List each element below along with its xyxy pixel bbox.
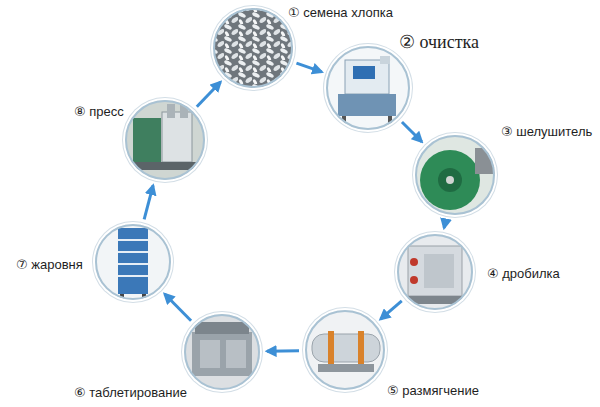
flow-arrow [144, 185, 153, 219]
step-label: ⑤ размягчение [385, 383, 481, 399]
flaking-mill-photo [182, 312, 262, 392]
crusher-photo [395, 232, 475, 312]
process-circle: ② очистка [326, 46, 410, 130]
dehuller-photo [410, 130, 500, 220]
process-circle: ⑦ жаровня [95, 224, 171, 300]
step-label: ① семена хлопка [286, 5, 395, 21]
press-photo [123, 98, 208, 183]
softener-photo [303, 308, 388, 393]
step-label: ② очистка [397, 32, 481, 54]
step-label: ③ шелушитель [499, 124, 594, 140]
process-circle: ⑥ таблетирование [184, 314, 260, 390]
flow-arrow [381, 301, 402, 319]
flow-arrow [402, 122, 422, 142]
process-circle: ⑤ размягчение [305, 310, 385, 390]
step-label: ⑧ пресс [72, 104, 126, 120]
process-circle: ④ дробилка [397, 234, 473, 310]
cooker-photo [93, 222, 173, 302]
flow-arrow [296, 63, 321, 72]
process-circle: ③ шелушитель [415, 135, 495, 215]
process-circle: ⑧ пресс [125, 100, 205, 180]
step-label: ④ дробилка [485, 266, 562, 282]
flow-arrow [165, 294, 191, 321]
flow-arrow [444, 220, 446, 228]
process-circle: ① семена хлопка [213, 8, 293, 88]
flow-arrow [267, 349, 299, 353]
step-label: ⑥ таблетирование [72, 385, 189, 401]
flow-arrow [197, 82, 221, 107]
step-label: ⑦ жаровня [14, 257, 85, 273]
